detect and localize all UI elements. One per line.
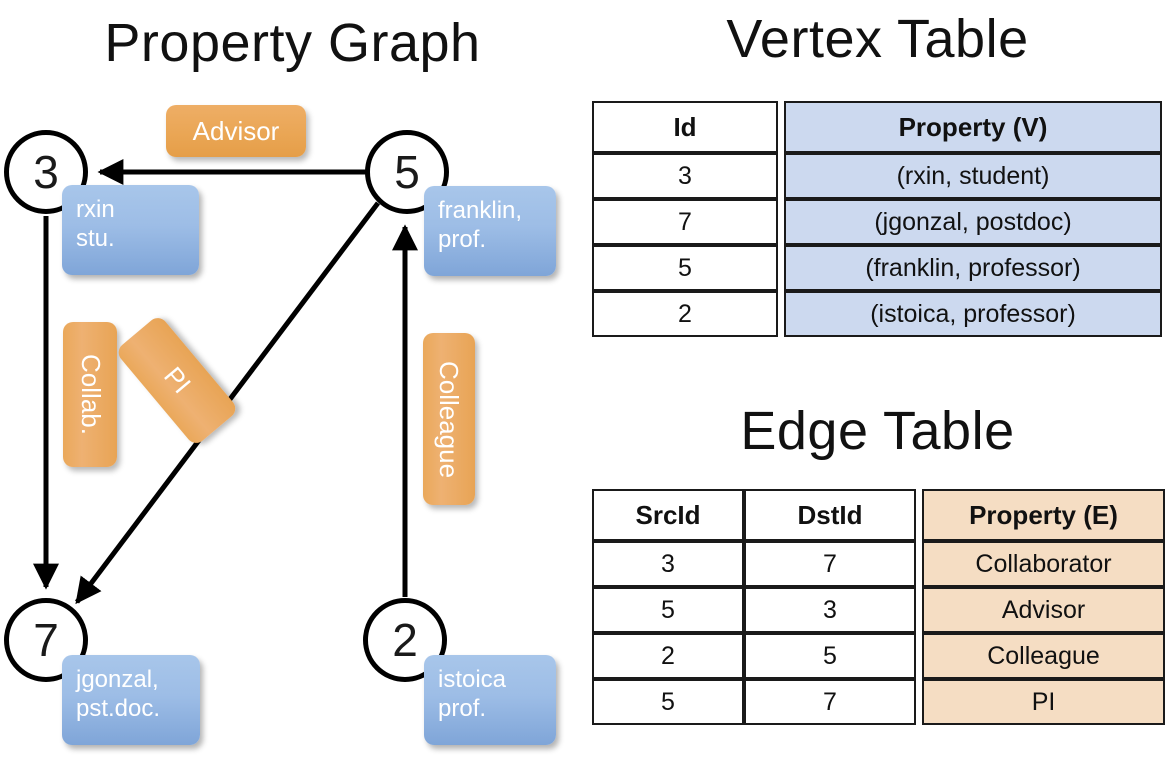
column-header-property-e: Property (E) (922, 489, 1165, 541)
cell-dstid: 3 (744, 587, 916, 633)
cell-property: (rxin, student) (784, 153, 1162, 199)
cell-id: 5 (592, 245, 778, 291)
cell-property: (franklin, professor) (784, 245, 1162, 291)
node-property-line: rxin (76, 196, 115, 223)
node-property-box-7: jgonzal, pst.doc. (62, 655, 200, 745)
edge-label-text: Advisor (192, 115, 280, 146)
cell-srcid: 2 (592, 633, 744, 679)
column-header-srcid: SrcId (592, 489, 744, 541)
cell-srcid: 3 (592, 541, 744, 587)
table-row: 5 (franklin, professor) (592, 245, 1162, 291)
node-property-line: franklin, (438, 197, 523, 224)
node-property-box-3: rxin stu. (62, 185, 199, 275)
node-property-line: prof. (438, 695, 487, 723)
node-property-box-5: franklin, prof. (424, 186, 556, 276)
graph-node-5[interactable]: 5 (365, 130, 449, 214)
column-header-dstid: DstId (744, 489, 916, 541)
table-row: 2 (istoica, professor) (592, 291, 1162, 337)
table-header-row: SrcId DstId Property (E) (592, 489, 1165, 541)
graph-node-2[interactable]: 2 (363, 598, 447, 682)
table-row: 5 7 PI (592, 679, 1165, 725)
edge-label-collab: Collab. (63, 322, 117, 467)
vertex-table: Id Property (V) 3 (rxin, student) 7 (jgo… (592, 101, 1162, 337)
edge-label-text: Colleague (434, 360, 465, 478)
cell-id: 2 (592, 291, 778, 337)
node-property-line: jgonzal, (76, 666, 159, 693)
node-property-box-2: istoica prof. (424, 655, 556, 745)
table-header-row: Id Property (V) (592, 101, 1162, 153)
edge-label-colleague: Colleague (423, 333, 475, 505)
cell-id: 3 (592, 153, 778, 199)
table-row: 3 7 Collaborator (592, 541, 1165, 587)
page-title-property-graph: Property Graph (104, 13, 481, 73)
edge-label-text: PI (157, 361, 197, 400)
table-row: 7 (jgonzal, postdoc) (592, 199, 1162, 245)
cell-id: 7 (592, 199, 778, 245)
property-graph-diagram: 3 5 7 2 rxin stu. franklin, prof. jgonza… (4, 105, 556, 745)
cell-property: (istoica, professor) (784, 291, 1162, 337)
cell-property: (jgonzal, postdoc) (784, 199, 1162, 245)
cell-dstid: 7 (744, 679, 916, 725)
edge-label-advisor: Advisor (166, 105, 306, 157)
node-property-line: istoica (438, 666, 507, 693)
node-property-line: stu. (76, 225, 115, 253)
cell-dstid: 5 (744, 633, 916, 679)
page-title-vertex-table: Vertex Table (726, 9, 1029, 69)
edge-table: SrcId DstId Property (E) 3 7 Collaborato… (592, 489, 1165, 725)
node-property-line: pst.doc. (76, 695, 161, 723)
cell-property: Collaborator (922, 541, 1165, 587)
cell-property: Advisor (922, 587, 1165, 633)
cell-property: Colleague (922, 633, 1165, 679)
column-header-id: Id (592, 101, 778, 153)
cell-srcid: 5 (592, 587, 744, 633)
page-title-edge-table: Edge Table (740, 401, 1015, 461)
table-row: 5 3 Advisor (592, 587, 1165, 633)
edge-label-text: Collab. (75, 354, 106, 435)
node-property-line: prof. (438, 226, 487, 254)
table-row: 3 (rxin, student) (592, 153, 1162, 199)
column-header-property-v: Property (V) (784, 101, 1162, 153)
cell-property: PI (922, 679, 1165, 725)
cell-dstid: 7 (744, 541, 916, 587)
table-row: 2 5 Colleague (592, 633, 1165, 679)
cell-srcid: 5 (592, 679, 744, 725)
